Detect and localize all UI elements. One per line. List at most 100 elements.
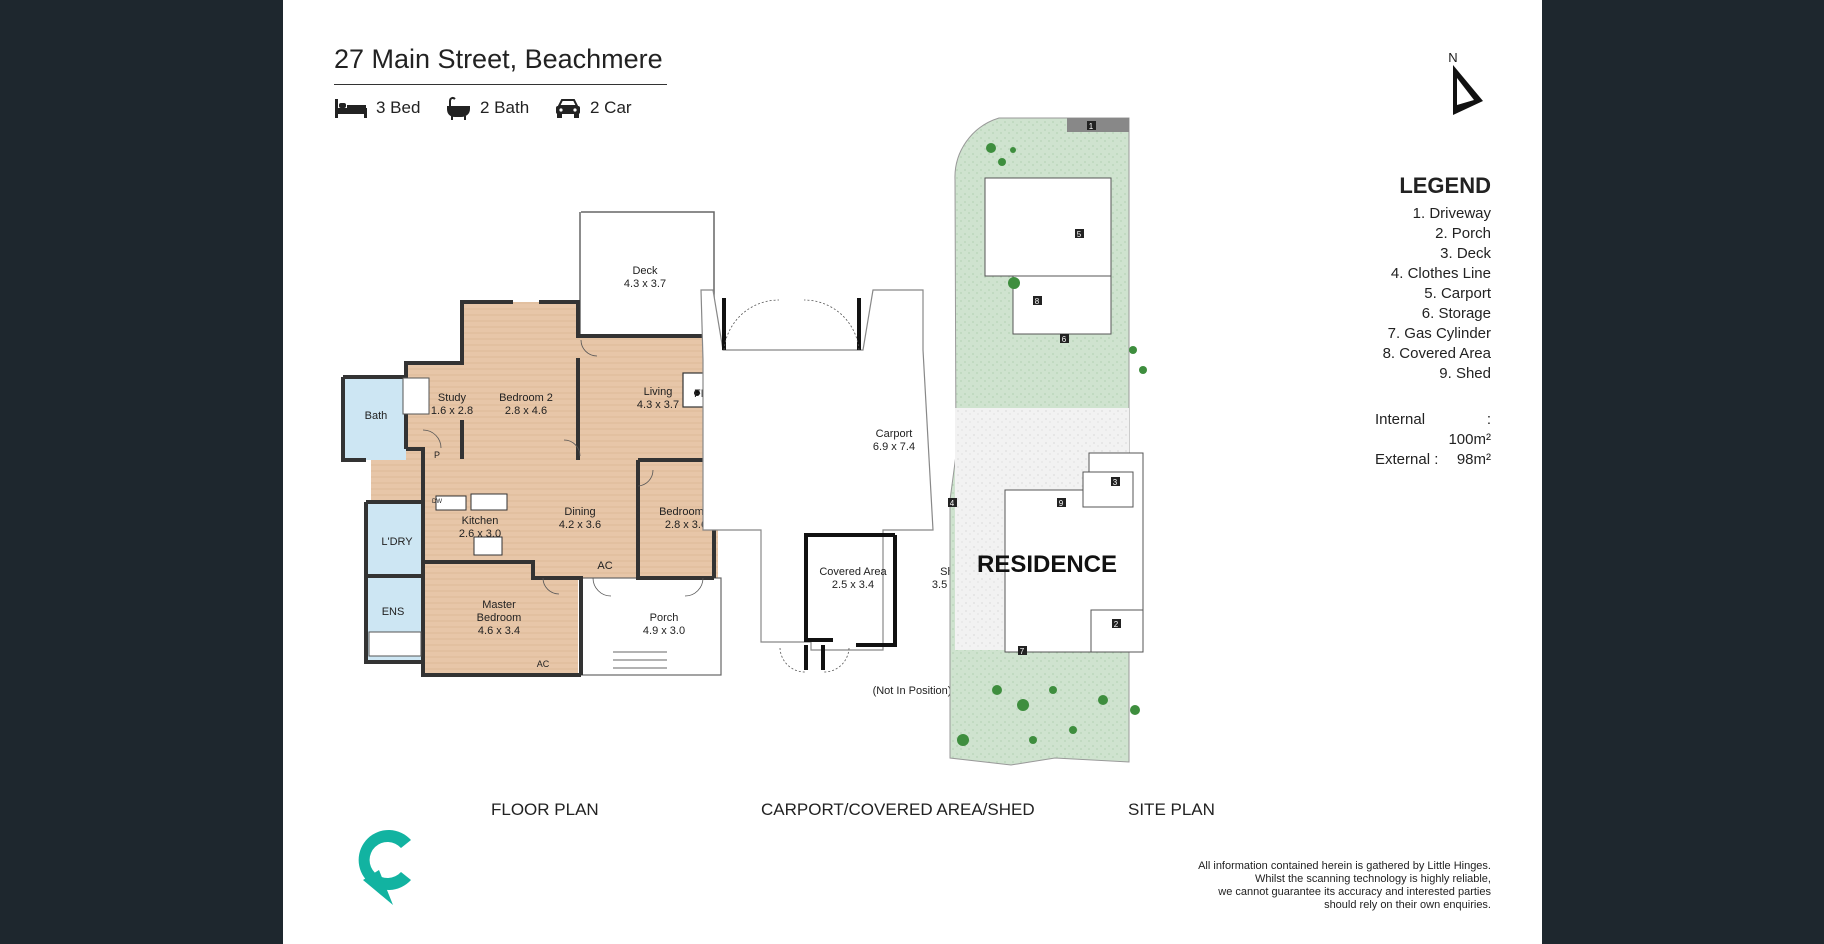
carport-walls [722,298,897,670]
legend-item: 9. Shed [1439,365,1491,382]
car-icon [556,99,580,118]
north-label: N [1448,50,1458,65]
disclaimer-line: should rely on their own enquiries. [1324,899,1491,911]
disclaimer-line: Whilst the scanning technology is highly… [1254,873,1491,885]
legend-item: 6. Storage [1421,305,1491,322]
room-name: Porch [650,612,679,624]
carport-plan-caption: CARPORT/COVERED AREA/SHED [761,800,1035,819]
area-summary: Internal : 100m² External : 98m² [1313,410,1491,470]
room-dims: 1.6 x 2.8 [431,405,473,417]
room-name: L'DRY [381,536,413,548]
residence-label: RESIDENCE [977,551,1117,578]
carport-plan: Carport 6.9 x 7.4 Covered Area 2.5 x 3.4… [700,289,974,697]
bath-floor [343,377,406,460]
room-dims: 4.3 x 3.7 [637,399,679,411]
site-marker-6: 6 [1062,335,1067,344]
ac-label: AC [597,560,612,572]
site-deck [1082,471,1134,508]
brand-logo [358,830,411,905]
room-name: Dining [564,506,595,518]
room-name: Bedroom 3 [659,506,713,518]
room-name: Study [438,392,467,404]
kitchen-dining-floor [371,449,718,579]
kitchen-island [470,493,508,511]
internal-area-value: : 100m² [1448,411,1491,448]
room-name: ENS [382,606,405,618]
floor-plan: Deck 4.3 x 3.7 Study 1.6 x 2.8 Bedroom 2… [341,211,722,677]
disclaimer: All information contained herein is gath… [1113,860,1491,912]
room-dims: 4.3 x 3.7 [624,278,666,290]
ac-label: AC [537,659,550,669]
master-floor [423,562,578,675]
room-name: Deck [632,265,658,277]
feature-cars: 2 Car [554,96,632,120]
title-divider [334,84,667,85]
legend-item: 3. Deck [1440,245,1491,262]
room-name: Covered Area [819,566,887,578]
compass-icon [1453,65,1483,115]
ensuite-vanity [368,631,422,657]
room-dims: 4.2 x 3.6 [559,519,601,531]
kitchen-sink [435,495,467,511]
floor-plan-caption: FLOOR PLAN [491,800,599,819]
room-dims: 2.5 x 3.4 [832,579,874,591]
room-dims: 2.8 x 4.6 [505,405,547,417]
room-name: Bedroom [477,612,522,624]
bedroom2-floor [462,302,578,459]
carport-door-swings [723,299,860,673]
porch-steps [613,651,667,669]
site-plan: RESIDENCE 1 2 3 4 5 6 7 8 9 [948,117,1147,766]
logo-tail [363,870,393,905]
legend-title: LEGEND [1399,173,1491,198]
disclaimer-line: we cannot guarantee its accuracy and int… [1218,886,1491,898]
room-dims: 6.9 x 7.4 [873,441,915,453]
feature-baths-label: 2 Bath [480,98,530,117]
legend-item: 2. Porch [1435,225,1491,242]
room-dims: 4.6 x 3.4 [478,625,520,637]
site-marker-7: 7 [1020,647,1025,656]
pantry-label: P [434,450,440,460]
site-marker-4: 4 [950,499,955,508]
legend-item: 7. Gas Cylinder [1387,325,1491,342]
room-dims: 2.8 x 3.6 [665,519,707,531]
carport-outline [700,289,934,651]
legend-item: 1. Driveway [1412,205,1491,222]
bath-icon [447,96,470,120]
feature-beds-label: 3 Bed [376,98,421,117]
dishwasher-label: DW [432,499,442,505]
legend-item: 4. Clothes Line [1390,265,1491,282]
room-name: Living [644,386,673,398]
site-marker-2: 2 [1114,620,1119,629]
legend: LEGEND 1. Driveway 2. Porch 3. Deck 4. C… [1313,172,1491,384]
site-marker-5: 5 [1077,230,1082,239]
room-name: Bedroom 2 [499,392,553,404]
site-marker-8: 8 [1035,297,1040,306]
disclaimer-line: All information contained herein is gath… [1198,860,1491,872]
legend-item: 8. Covered Area [1382,345,1491,362]
plans-drawing: Deck 4.3 x 3.7 Study 1.6 x 2.8 Bedroom 2… [341,117,1147,905]
internal-area-label: Internal [1375,411,1426,428]
site-porch [1090,609,1144,653]
legend-item: 5. Carport [1424,285,1491,302]
laundry-floor [366,502,423,576]
north-arrow: N [1447,50,1487,118]
external-area-value: 98m² [1456,451,1491,468]
room-dims: 2.6 x 3.0 [459,528,501,540]
site-marker-3: 3 [1113,478,1118,487]
room-name: Master [482,599,516,611]
bed-icon [335,99,367,118]
door-swings [422,339,704,597]
site-footpath [1067,118,1129,132]
site-plan-caption: SITE PLAN [1128,800,1215,819]
room-name: Kitchen [462,515,499,527]
fireplace-dot [694,390,700,396]
site-marker-9: 9 [1059,499,1064,508]
porch-area [580,577,722,676]
site-shed [1012,275,1112,335]
cooktop [473,536,503,556]
room-dims: 4.9 x 3.0 [643,625,685,637]
feature-cars-label: 2 Car [590,98,632,117]
site-trees [957,143,1147,746]
floor-plan-walls [341,300,716,677]
room-name: Bath [365,410,388,422]
